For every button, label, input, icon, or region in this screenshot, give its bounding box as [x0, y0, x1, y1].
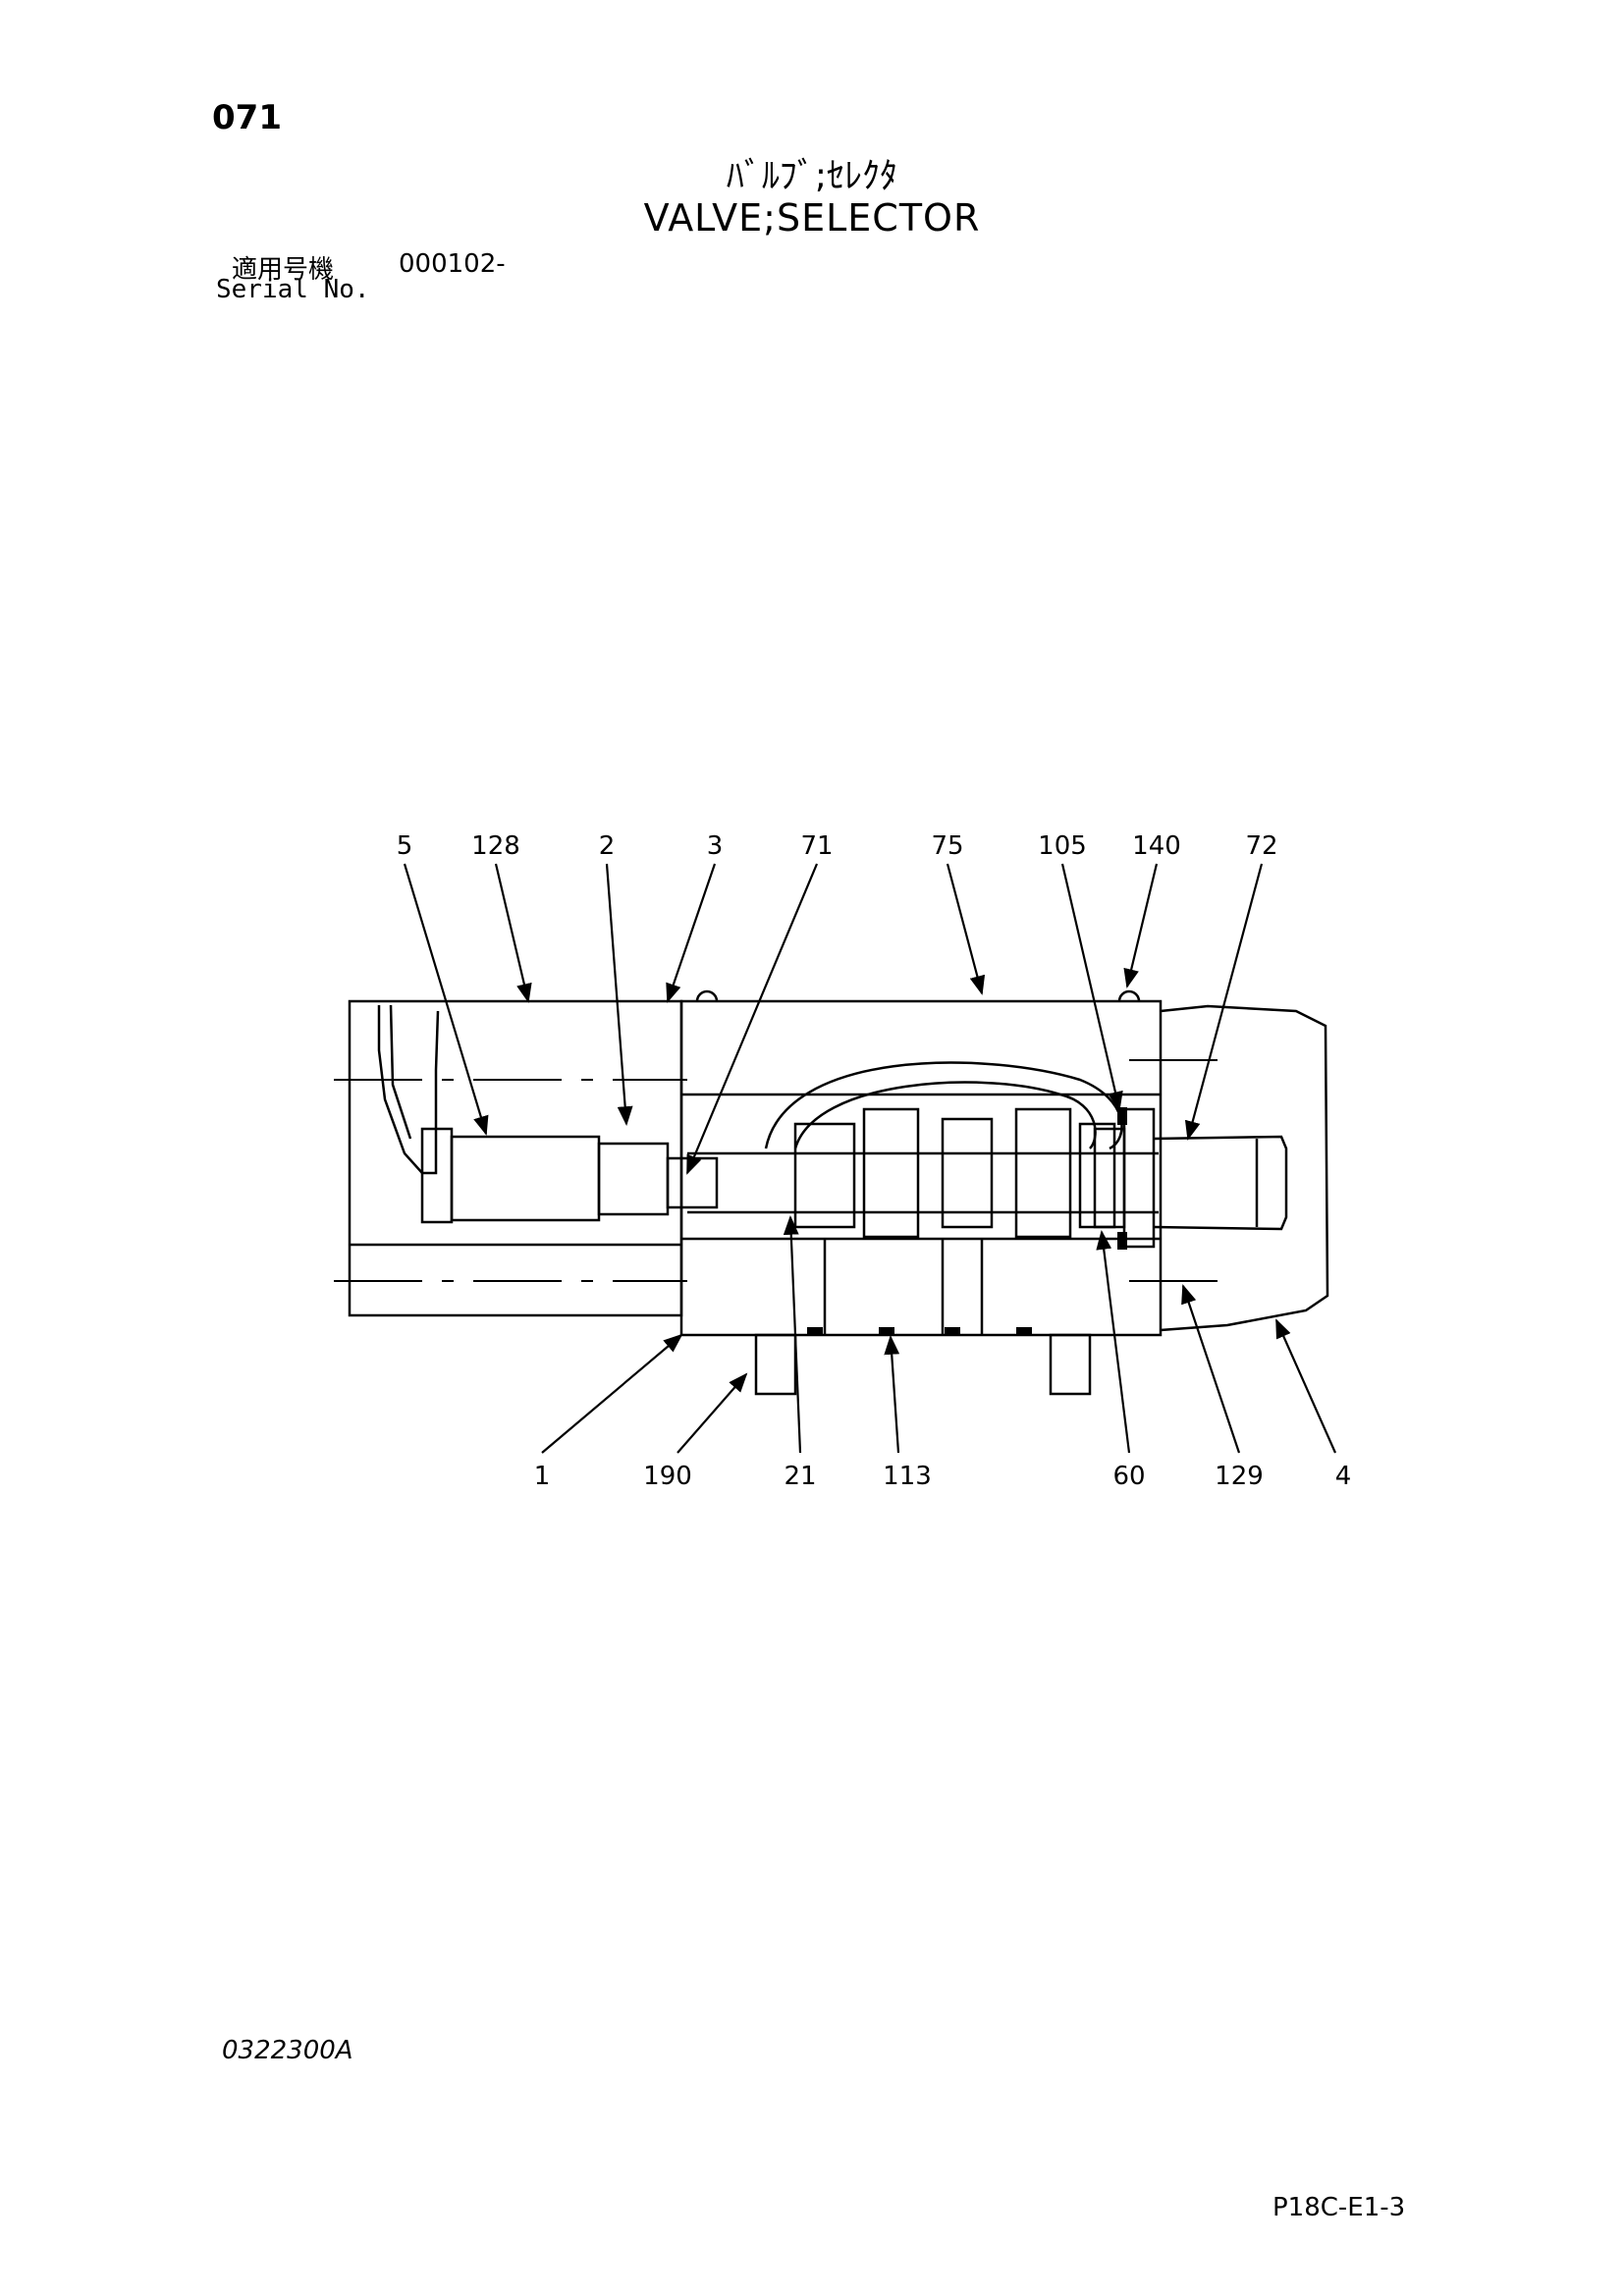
seal-marks	[807, 1107, 1127, 1336]
serial-label-english: Serial No.	[216, 275, 370, 304]
drawing-code: 0322300A	[222, 2036, 353, 2065]
callout-1: 1	[534, 1462, 551, 1491]
callout-71: 71	[800, 831, 833, 861]
page-number: 071	[212, 98, 282, 137]
callout-5: 5	[397, 831, 413, 861]
callout-72: 72	[1245, 831, 1277, 861]
callout-128: 128	[471, 831, 520, 861]
serial-number-value: 000102-	[399, 249, 506, 279]
callout-113: 113	[883, 1462, 932, 1491]
centerlines	[334, 1059, 1237, 1282]
callout-190: 190	[643, 1462, 692, 1491]
callout-140: 140	[1132, 831, 1181, 861]
callout-labels: 5 128 2 3 71 75 105 140 72 1 190 21 113 …	[397, 831, 1352, 1491]
title-english: VALVE;SELECTOR	[643, 196, 981, 240]
callout-75: 75	[931, 831, 963, 861]
valve-body-outline	[348, 989, 1329, 1396]
callout-4: 4	[1335, 1462, 1352, 1491]
page-reference: P18C-E1-3	[1272, 2193, 1406, 2222]
callout-3: 3	[707, 831, 724, 861]
callout-60: 60	[1112, 1462, 1145, 1491]
serial-label-japanese: 適用号機	[232, 255, 335, 285]
callout-129: 129	[1215, 1462, 1264, 1491]
callout-2: 2	[599, 831, 616, 861]
title-japanese: ﾊﾞﾙﾌﾞ;ｾﾚｸﾀ	[726, 156, 898, 196]
callout-105: 105	[1038, 831, 1087, 861]
leader-lines	[403, 863, 1337, 1454]
callout-21: 21	[784, 1462, 816, 1491]
